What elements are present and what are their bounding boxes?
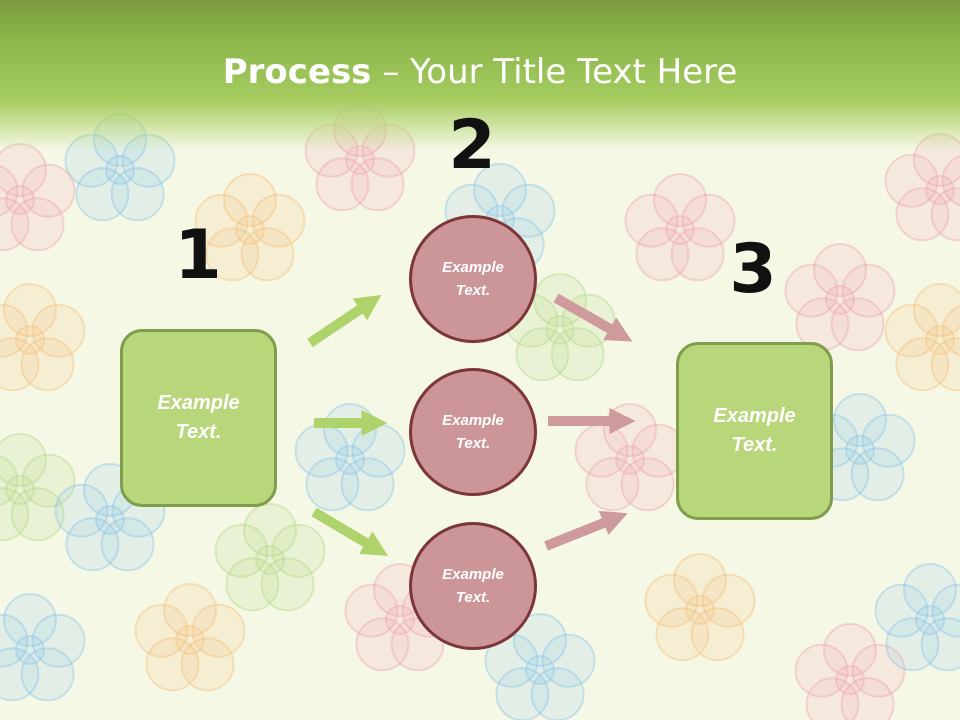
arrow-bottom-to-step3	[544, 510, 628, 551]
circle-middle-text: Example Text.	[442, 412, 504, 452]
arrow-step1-to-bottom	[311, 507, 389, 556]
step2-circle-bottom: Example Text.	[409, 522, 537, 650]
step-number-2: 2	[448, 106, 496, 185]
step-number-1: 1	[174, 216, 222, 295]
step1-box-text: Example Text.	[157, 392, 240, 443]
title-banner	[0, 0, 960, 150]
step3-box-text: Example Text.	[713, 405, 796, 456]
arrow-step1-to-top	[307, 294, 382, 348]
arrow-top-to-step3	[553, 293, 633, 342]
title-rest: – Your Title Text Here	[371, 52, 738, 92]
circle-bottom-text: Example Text.	[442, 566, 504, 606]
circle-top-text: Example Text.	[442, 259, 504, 299]
step1-box: Example Text.	[120, 329, 277, 507]
title-bold: Process	[222, 52, 372, 92]
step2-circle-top: Example Text.	[409, 215, 537, 343]
slide-title: Process – Your Title Text Here	[0, 52, 960, 92]
step3-box: Example Text.	[676, 342, 833, 520]
step-number-3: 3	[729, 230, 777, 309]
step2-circle-middle: Example Text.	[409, 368, 537, 496]
